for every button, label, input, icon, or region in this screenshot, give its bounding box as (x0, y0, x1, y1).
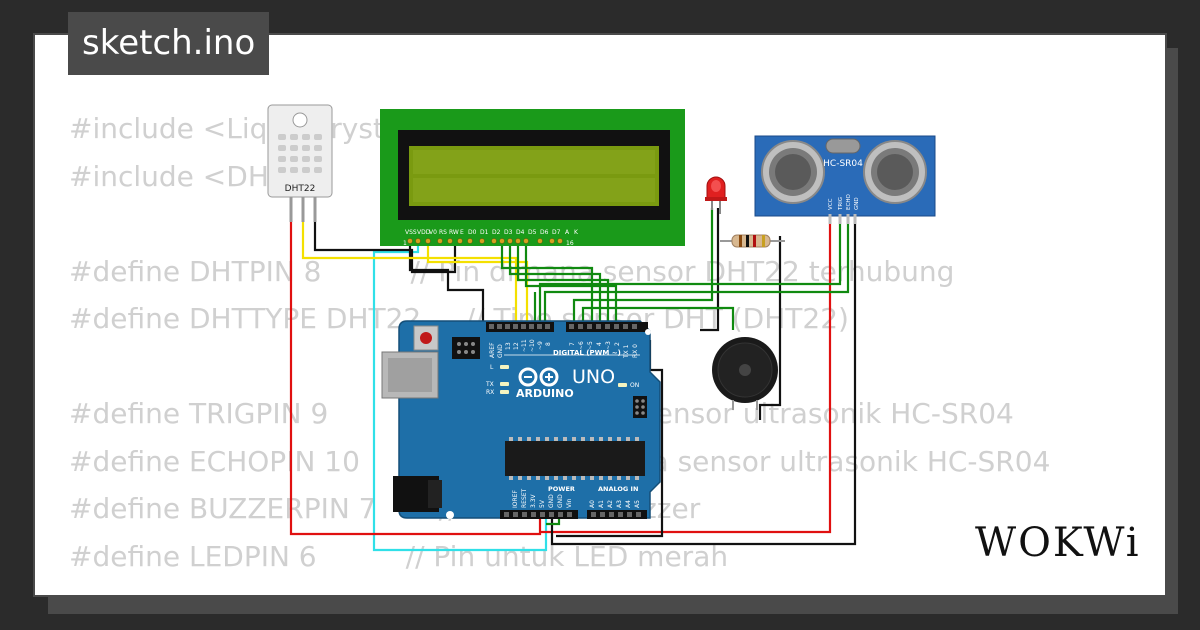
wire-green-3[interactable] (516, 243, 610, 322)
lcd-pin-d6: D6 (540, 229, 549, 236)
ultrasonic-pin-gnd: GND (854, 197, 860, 210)
wire-green-buzzer[interactable] (581, 306, 735, 330)
lcd-pin-vdd: VDD (417, 229, 431, 236)
arduino-uno-board[interactable]: AREF GND 13 12 ~11 ~10 ~9 8 7 ~6 ~5 4 ~3… (381, 320, 661, 519)
lcd-pin-index-first: 1 (403, 240, 407, 247)
lcd-pin-a: A (565, 229, 570, 236)
wire-black-buzzer[interactable] (700, 208, 720, 332)
wire-green-power[interactable] (546, 518, 561, 526)
lcd-pin-d3: D3 (504, 229, 513, 236)
file-tab-sketch[interactable]: sketch.ino (68, 12, 270, 75)
wire-black-lcd[interactable] (408, 243, 485, 322)
ultrasonic-pin-vcc: VCC (828, 198, 834, 210)
pin-reset: RESET (521, 488, 528, 508)
wire-green-echo[interactable] (543, 222, 850, 322)
red-led[interactable] (705, 176, 727, 214)
lcd-pin-v0: V0 (429, 229, 437, 236)
lcd-pin-index-last: 16 (566, 240, 574, 247)
led-rx-label: RX (486, 389, 494, 396)
lcd-pin-d5: D5 (528, 229, 537, 236)
pin-9: ~9 (537, 341, 544, 350)
ultrasonic-label: HC-SR04 (823, 159, 863, 169)
wire-black-ultrasonic[interactable] (550, 222, 857, 546)
lcd-pin-rs: RS (439, 229, 447, 236)
wire-green-trig[interactable] (538, 222, 842, 322)
pin-12: 12 (513, 342, 520, 350)
lcd-pin-d0: D0 (468, 229, 477, 236)
resistor[interactable] (720, 234, 785, 248)
pin-a0: A0 (589, 500, 596, 508)
ultrasonic-pin-echo: ECHO (846, 194, 852, 210)
lcd-pin-vss: VSS (405, 229, 417, 236)
wire-black-dht[interactable] (313, 222, 457, 274)
code-line: #define DHTPIN 8 // Pin dimana sensor DH… (69, 254, 955, 288)
pin-5v: 5V (539, 499, 546, 508)
wire-yellow-lcd[interactable] (426, 243, 529, 322)
pin-2: 2 (614, 342, 621, 346)
wire-red-ultrasonic[interactable] (540, 222, 832, 534)
pin-6: ~6 (578, 341, 585, 350)
dht22-sensor[interactable]: DHT22 (267, 104, 333, 222)
led-tx-label: TX (485, 381, 494, 388)
pin-a3: A3 (616, 500, 623, 508)
wire-black-led[interactable] (758, 236, 782, 420)
pin-7: 7 (569, 342, 576, 346)
pin-vin: Vin (566, 498, 573, 508)
power-label: POWER (548, 485, 575, 493)
pin-4: 4 (596, 342, 603, 346)
board-brand: ARDUINO (516, 387, 574, 400)
wokwi-logo: WOKWi (975, 520, 1141, 566)
wire-red-dht[interactable] (289, 222, 542, 536)
pin-3: ~3 (605, 341, 612, 350)
wire-yellow-dht[interactable] (301, 222, 518, 322)
pin-a2: A2 (607, 500, 614, 508)
buzzer[interactable] (712, 337, 778, 410)
pin-tx1: TX 1 (623, 344, 630, 359)
wire-green-led[interactable] (572, 208, 714, 322)
pin-8: 8 (545, 342, 552, 346)
led-l-label: L (490, 364, 494, 371)
wire-green-2[interactable] (508, 243, 602, 322)
lcd-display[interactable]: VSS VDD V0 RS RW E D0 D1 D2 D3 D4 D5 D6 … (380, 109, 685, 247)
pin-aref: AREF (489, 342, 496, 358)
wire-green-4[interactable] (524, 243, 618, 322)
lcd-pin-d1: D1 (480, 229, 489, 236)
board-model: UNO (572, 366, 615, 388)
lcd-pin-rw: RW (449, 229, 459, 236)
ultrasonic-pin-trig: TRIG (838, 197, 844, 211)
pin-3v3: 3.3V (530, 493, 537, 508)
wires (289, 208, 857, 552)
led-on-label: ON (630, 382, 639, 389)
pin-5: ~5 (587, 341, 594, 350)
lcd-pin-labels: VSS VDD V0 RS RW E D0 D1 D2 D3 D4 D5 D6 … (403, 229, 579, 247)
lcd-pin-d2: D2 (492, 229, 501, 236)
lcd-pin-e: E (460, 229, 464, 236)
pin-a5: A5 (634, 500, 641, 508)
code-line: #define LEDPIN 6 // Pin untuk LED merah (69, 539, 729, 573)
pin-13: 13 (505, 342, 512, 350)
wire-cyan[interactable] (372, 243, 548, 552)
pin-gnd-2: GND (557, 494, 564, 508)
lcd-pin-k: K (574, 229, 579, 236)
digital-label: DIGITAL (PWM ~) (553, 349, 621, 357)
pin-10: ~10 (529, 339, 536, 352)
pin-11: ~11 (521, 339, 528, 352)
wire-green-1[interactable] (500, 243, 594, 322)
dht22-label: DHT22 (285, 184, 316, 194)
analog-label: ANALOG IN (598, 485, 638, 493)
ultrasonic-sensor[interactable]: HC-SR04 VCC TRIG ECHO GND (754, 135, 936, 224)
pin-gnd: GND (497, 344, 504, 358)
pin-ioref: IOREF (512, 490, 519, 508)
pin-a4: A4 (625, 500, 632, 508)
lcd-pin-d7: D7 (552, 229, 561, 236)
pin-a1: A1 (598, 500, 605, 508)
pin-rx0: RX 0 (632, 344, 639, 358)
lcd-pin-d4: D4 (516, 229, 525, 236)
pin-gnd-1: GND (548, 494, 555, 508)
arduino-logo (518, 367, 559, 387)
